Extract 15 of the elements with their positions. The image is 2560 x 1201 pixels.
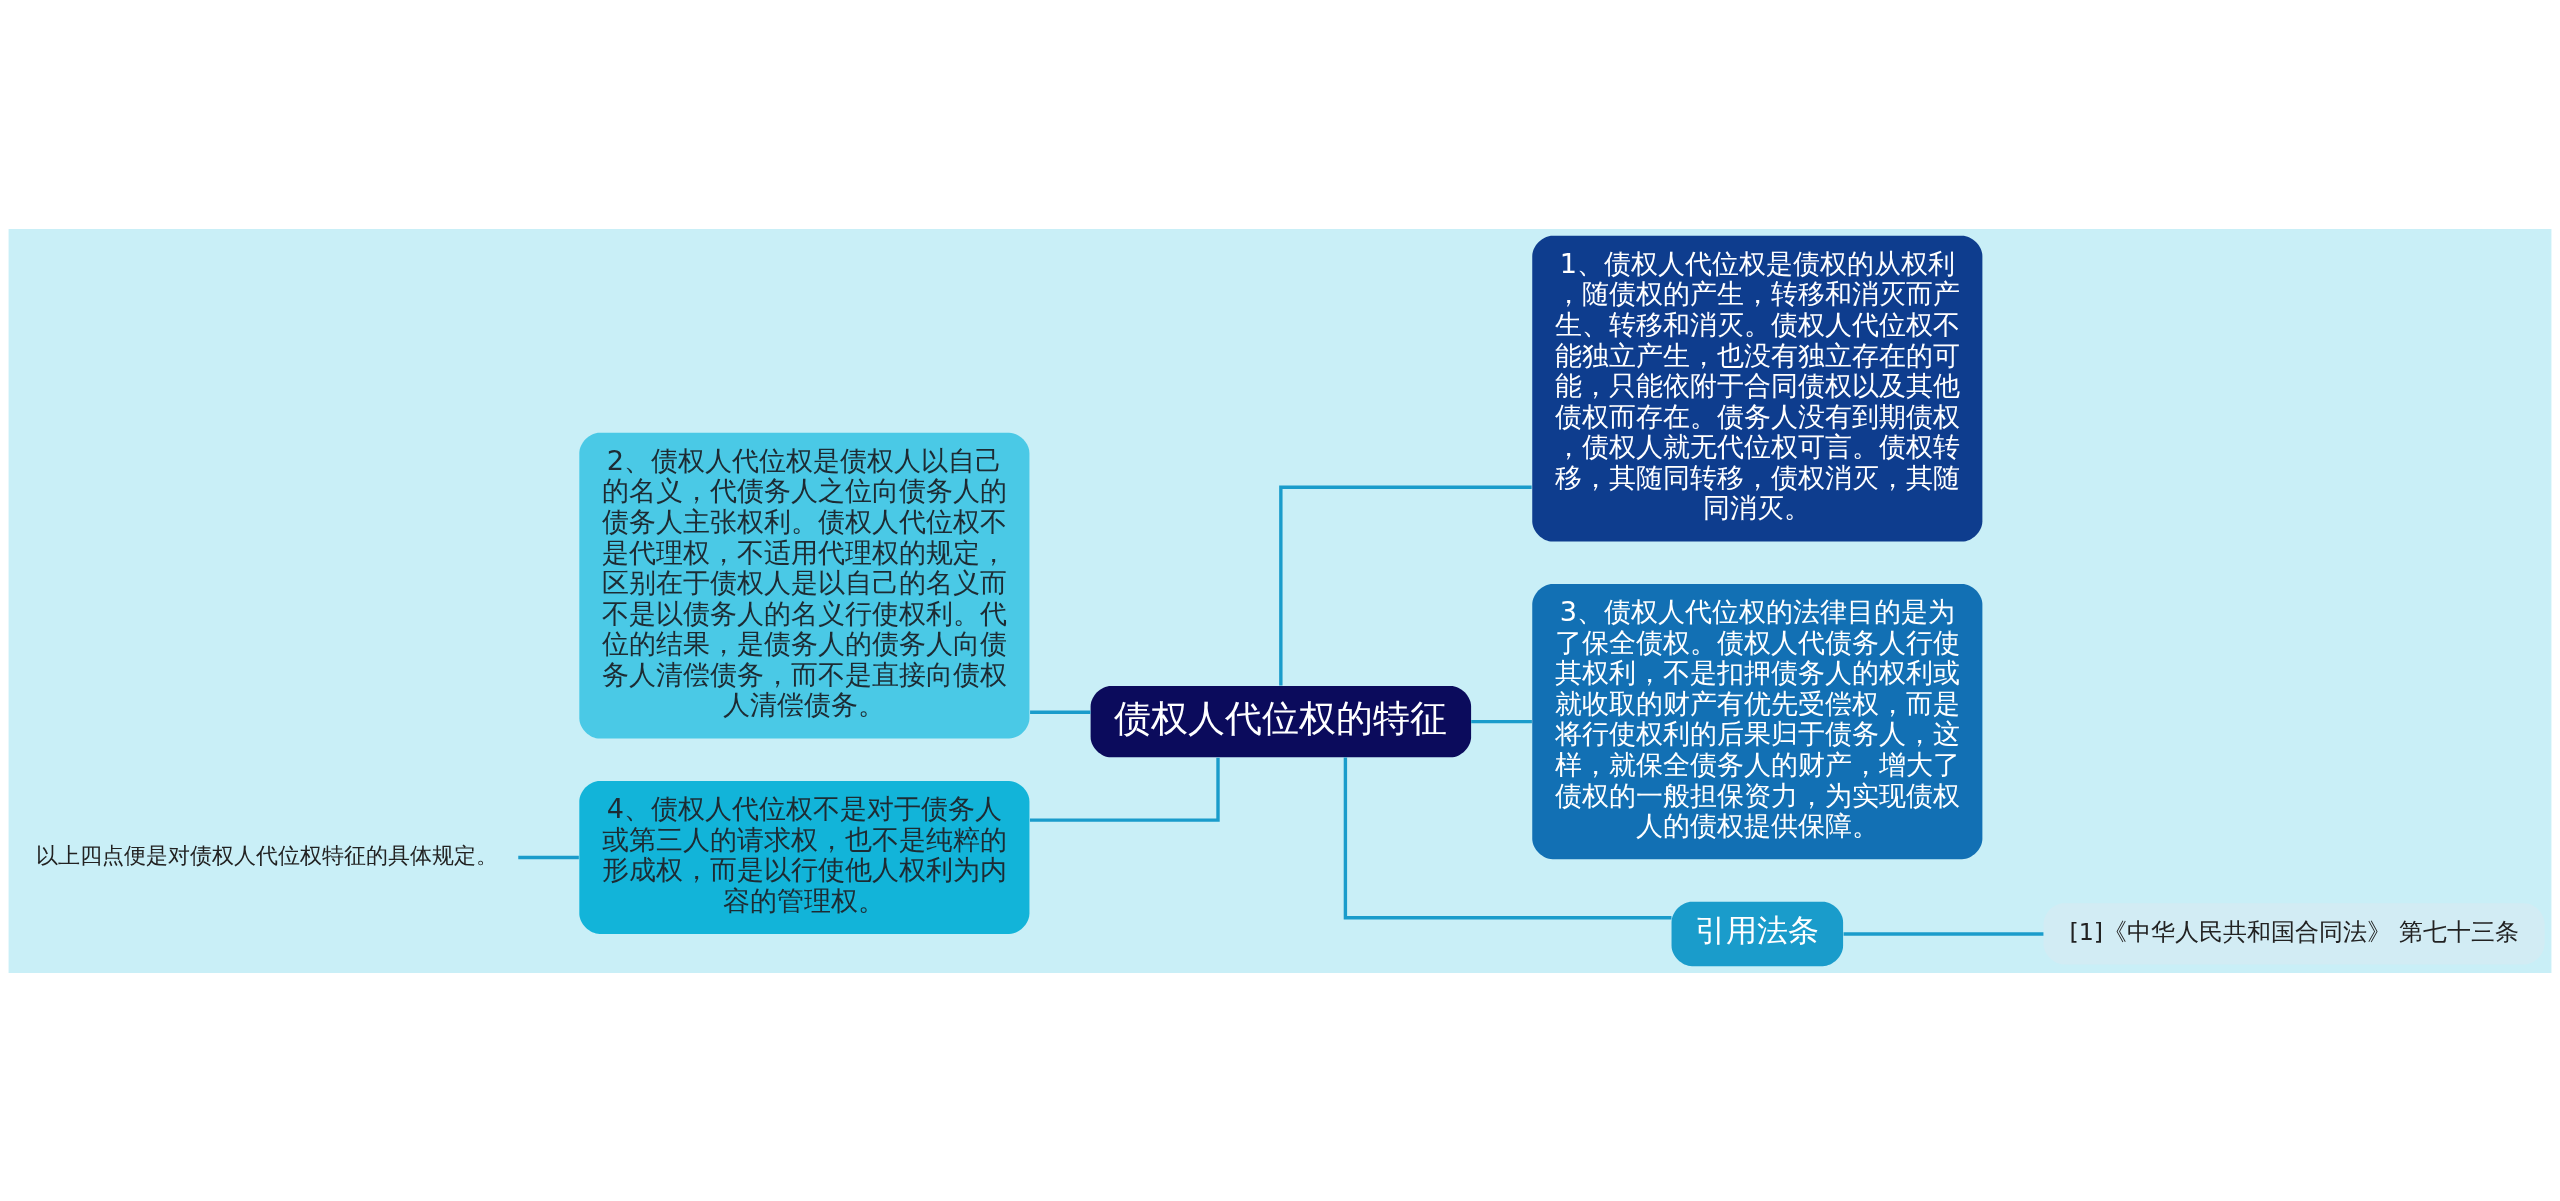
node-box: 2、债权人代位权是债权人以自己的名义，代债务人之位向债务人的债务人主张权利。债权人代位权不是代理权，不适用代理权的规定，区别在于债权人是以自己的名义而不是以债务人的名义行使权利。代位的结果，是债务人的债务人向债务人清偿债务，而不是直接向债权人清偿债务。 bbox=[579, 432, 1030, 739]
node-box: 债权人代位权的特征 bbox=[1090, 685, 1472, 757]
node-text: 以上四点便是对债权人代位权特征的具体规定。 bbox=[35, 842, 498, 868]
connector bbox=[1471, 719, 1532, 723]
connector bbox=[1343, 757, 1672, 919]
connector bbox=[1029, 757, 1220, 822]
connector bbox=[518, 855, 579, 859]
node-box: 1、债权人代位权是债权的从权利，随债权的产生，转移和消灭而产生、转移和消灭。债权人代位权不能独立产生，也没有独立存在的可能，只能依附于合同债权以及其他债权而存在。债务人没有到期债权，债权人就无代位权可言。债权转移，其随同转移，债权消灭，其随同消灭。 bbox=[1532, 235, 1983, 542]
connector bbox=[1030, 710, 1091, 714]
node-box: [1]《中华人民共和国合同法》 第七十三条 bbox=[2043, 902, 2545, 964]
connector bbox=[1279, 485, 1532, 685]
node-box: 3、债权人代位权的法律目的是为了保全债权。债权人代债务人行使其权利，不是扣押债务人的权利或就收取的财产有优先受偿权，而是将行使权利的后果归于债务人，这样，就保全债务人的财产，增大了债权的一般担保资力，为实现债权人的债权提供保障。 bbox=[1532, 583, 1983, 859]
connector bbox=[1843, 931, 2044, 936]
node-box: 引用法条 bbox=[1671, 901, 1844, 966]
node-box: 4、债权人代位权不是对于债务人或第三人的请求权，也不是纯粹的形成权，而是以行使他人权利为内容的管理权。 bbox=[579, 780, 1030, 934]
